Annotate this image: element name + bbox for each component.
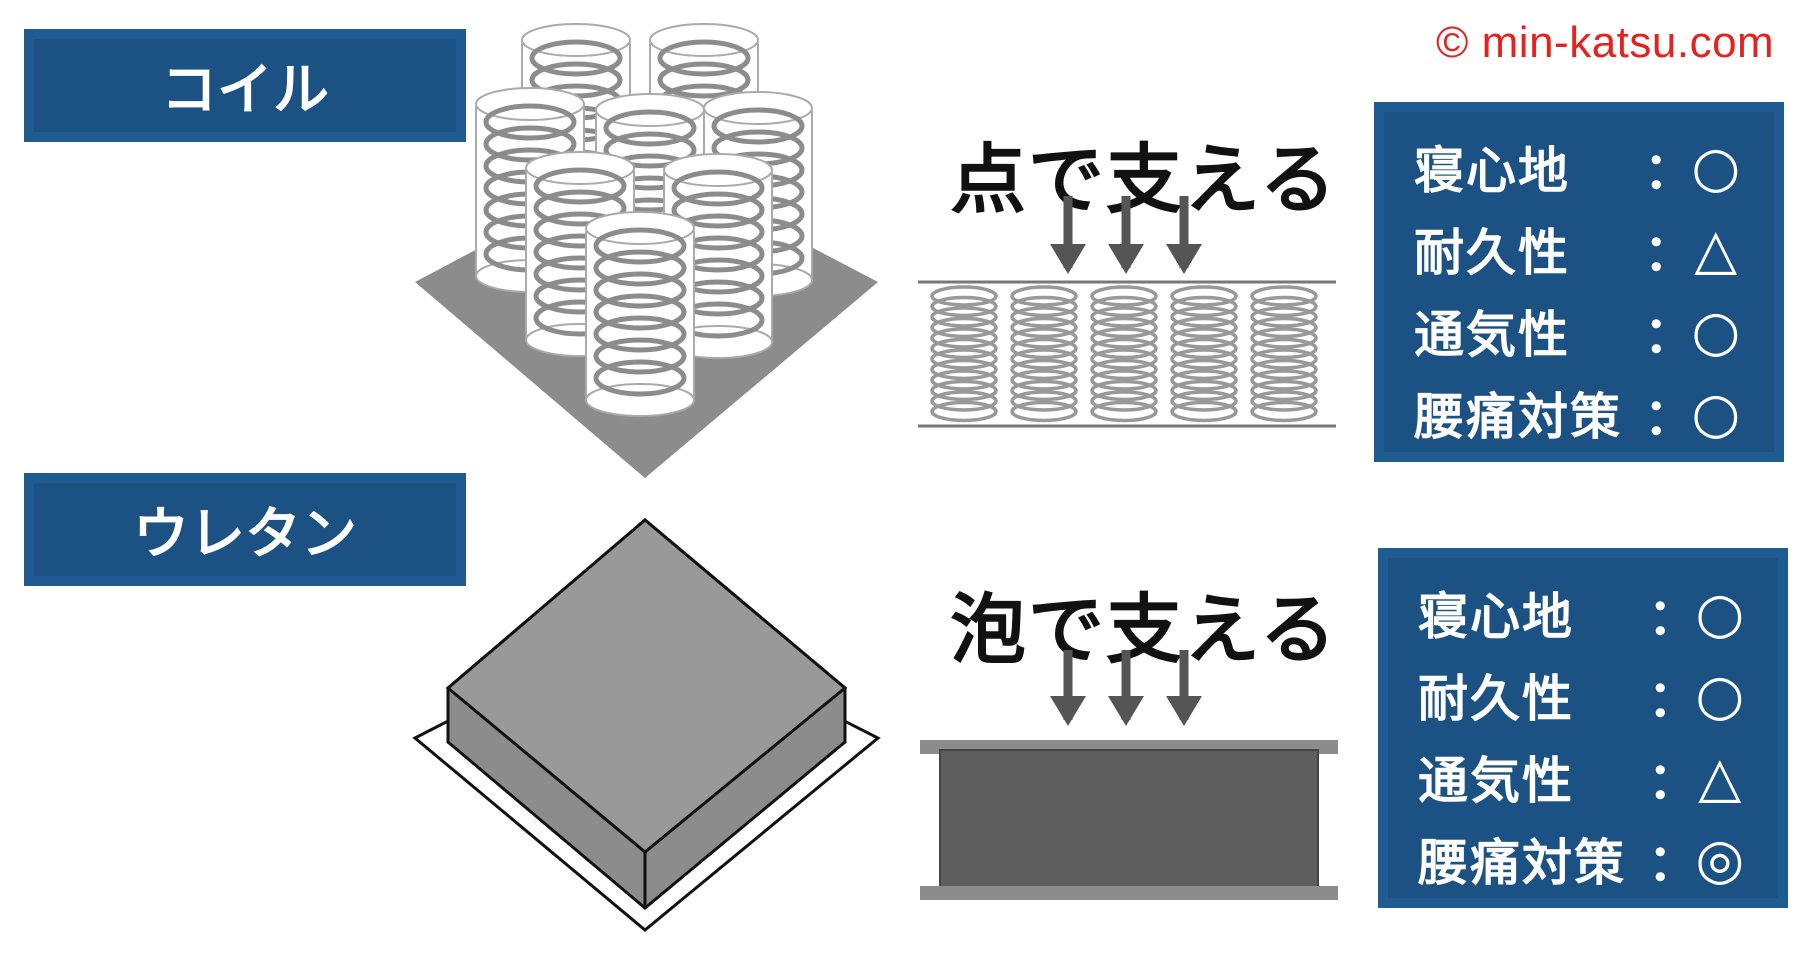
rating-value: ◎: [1695, 826, 1745, 892]
urethane-block: [412, 518, 881, 932]
urethane-cross-section: [920, 740, 1338, 900]
rating-row: 寝心地 ： ○: [1418, 572, 1752, 654]
rating-value: ○: [1691, 134, 1741, 200]
spring-coil: [1170, 285, 1238, 423]
coil-spring-group: [475, 23, 813, 417]
urethane-pressure-arrows: [1050, 650, 1202, 726]
urethane-support-title: 泡で支える: [950, 585, 1338, 674]
rating-value: △: [1698, 744, 1742, 810]
coil-cross-section: [918, 280, 1336, 428]
urethane-rating-panel: 寝心地 ： ○ 耐久性 ： ○ 通気性 ： △ 腰痛対策 ： ◎: [1378, 548, 1788, 908]
coil-label: コイル: [24, 29, 466, 142]
spring-coil: [1010, 285, 1078, 423]
rating-name: 耐久性: [1414, 224, 1570, 282]
rating-name: 腰痛対策: [1418, 834, 1626, 892]
rating-value: ○: [1695, 662, 1745, 728]
rating-row: 通気性 ： ○: [1414, 290, 1748, 372]
rating-value: △: [1694, 216, 1738, 282]
spring-coil: [930, 285, 998, 423]
rating-name: 通気性: [1414, 306, 1570, 364]
urethane-label: ウレタン: [24, 473, 466, 586]
rating-value: ○: [1695, 580, 1745, 646]
rating-value: ○: [1691, 298, 1741, 364]
rating-name: 寝心地: [1418, 588, 1574, 646]
copyright-text: © min-katsu.com: [1436, 18, 1775, 67]
spring-coil: [1250, 285, 1318, 423]
rating-row: 腰痛対策 ： ○: [1414, 372, 1748, 454]
rating-row: 耐久性 ： △: [1414, 208, 1748, 290]
rating-name: 耐久性: [1418, 670, 1574, 728]
rating-name: 寝心地: [1414, 142, 1570, 200]
rating-name: 腰痛対策: [1414, 388, 1622, 446]
rating-name: 通気性: [1418, 752, 1574, 810]
coil-support-title: 点で支える: [950, 135, 1338, 224]
rating-value: ○: [1691, 380, 1741, 446]
rating-row: 耐久性 ： ○: [1418, 654, 1752, 736]
spring-coil: [1090, 285, 1158, 423]
coil-pressure-arrows: [1050, 196, 1202, 274]
coil-rating-panel: 寝心地 ： ○ 耐久性 ： △ 通気性 ： ○ 腰痛対策 ： ○: [1374, 102, 1784, 462]
rating-row: 腰痛対策 ： ◎: [1418, 818, 1752, 900]
rating-row: 通気性 ： △: [1418, 736, 1752, 818]
rating-row: 寝心地 ： ○: [1414, 126, 1748, 208]
